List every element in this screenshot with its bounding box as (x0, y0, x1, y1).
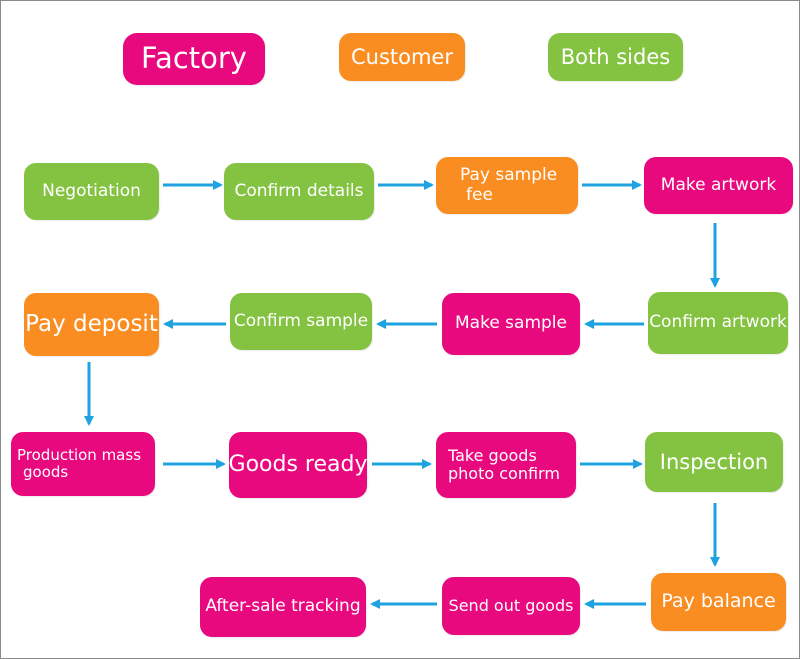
step-pay-deposit: Pay deposit (24, 293, 159, 356)
step-make-sample-label: Make sample (455, 313, 567, 334)
step-goods-ready-label: Goods ready (228, 452, 368, 478)
step-pay-sample-fee-line2: fee (466, 184, 493, 205)
step-pay-balance-label: Pay balance (661, 590, 776, 613)
step-production-line1: Production mass (17, 445, 142, 464)
step-send-out-goods-label: Send out goods (448, 595, 574, 615)
step-confirm-sample: Confirm sample (230, 293, 372, 350)
step-production-mass-goods: Production mass goods (11, 432, 155, 496)
step-take-photo-line1: Take goods (448, 445, 537, 465)
legend-both-sides-label: Both sides (560, 44, 671, 69)
step-take-photo-line2: photo confirm (448, 464, 560, 483)
step-negotiation-label: Negotiation (42, 180, 141, 201)
legend-factory: Factory (123, 33, 265, 85)
step-goods-ready: Goods ready (229, 432, 367, 498)
step-pay-sample-fee: Pay sample fee (436, 157, 578, 214)
legend-customer: Customer (339, 33, 465, 81)
legend-both-sides: Both sides (548, 33, 683, 81)
step-make-artwork-label: Make artwork (660, 174, 777, 195)
step-confirm-details-label: Confirm details (234, 180, 364, 201)
legend-factory-label: Factory (141, 41, 247, 76)
step-pay-balance: Pay balance (651, 573, 786, 631)
step-confirm-details: Confirm details (224, 163, 374, 220)
step-after-sale-tracking-label: After-sale tracking (205, 596, 361, 617)
step-negotiation: Negotiation (24, 163, 159, 220)
step-confirm-artwork: Confirm artwork (648, 292, 788, 354)
step-confirm-sample-label: Confirm sample (233, 310, 369, 331)
step-after-sale-tracking: After-sale tracking (200, 577, 366, 637)
step-production-line2: goods (23, 463, 69, 481)
step-make-sample: Make sample (442, 293, 580, 355)
step-make-artwork: Make artwork (644, 157, 793, 214)
step-pay-sample-fee-line1: Pay sample (460, 164, 558, 185)
step-take-goods-photo-confirm: Take goods photo confirm (436, 432, 576, 498)
step-send-out-goods: Send out goods (442, 577, 580, 635)
step-inspection: Inspection (645, 432, 783, 492)
step-pay-deposit-label: Pay deposit (25, 311, 158, 338)
legend-customer-label: Customer (350, 44, 453, 69)
step-inspection-label: Inspection (659, 449, 769, 474)
step-confirm-artwork-label: Confirm artwork (649, 312, 787, 333)
